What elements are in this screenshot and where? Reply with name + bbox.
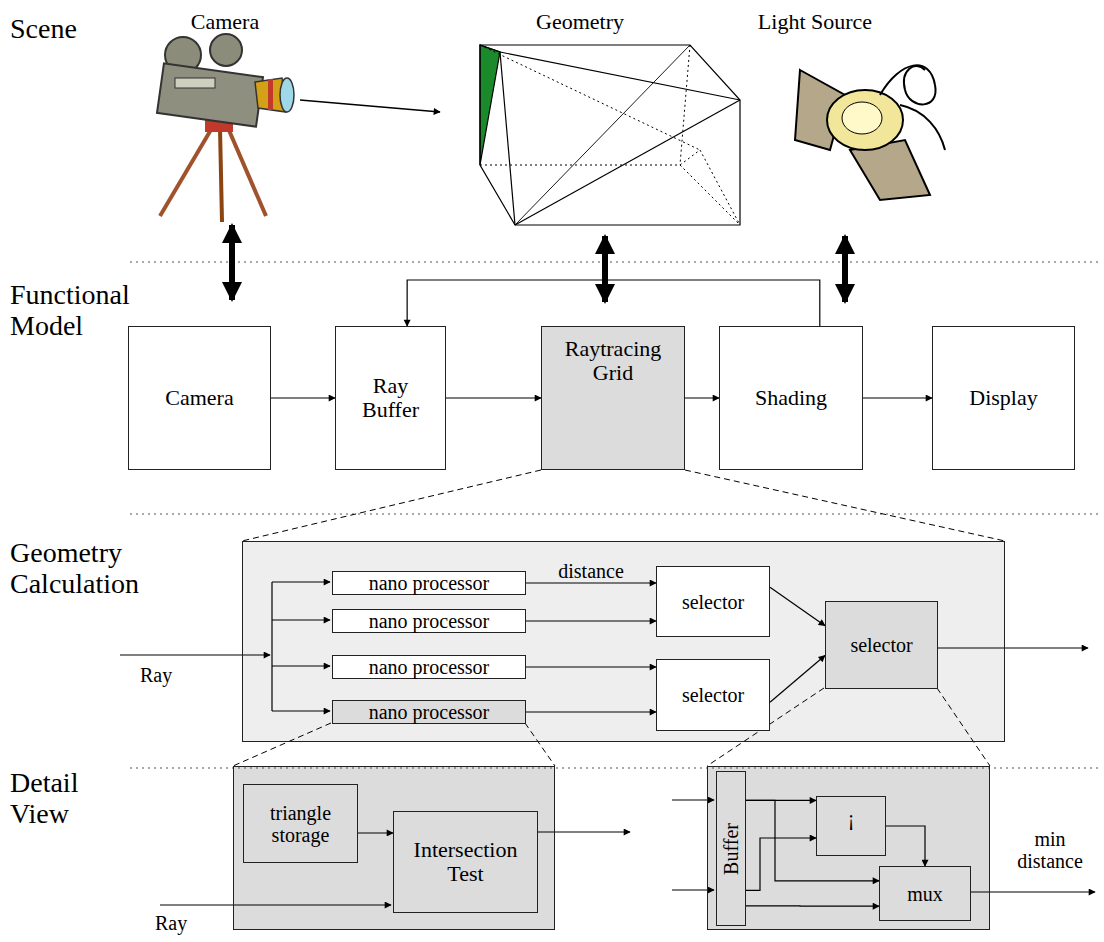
row-label: Functional Model (10, 280, 160, 342)
wire (120, 582, 1095, 905)
selector-detail: Buffer ¡ mux (707, 766, 990, 930)
comparator-box: ¡ (816, 796, 886, 856)
connector (358, 832, 393, 833)
connector (407, 280, 820, 326)
connector (526, 666, 656, 667)
connector (746, 838, 816, 890)
node-text: nano processor (369, 572, 490, 594)
node-text: triangle storage (250, 802, 351, 846)
connector (863, 397, 932, 398)
connector (746, 800, 879, 880)
node-text: nano processor (369, 701, 490, 723)
row-label: Detail View (10, 768, 140, 830)
nano-processor-box: nano processor (332, 655, 526, 679)
illustration-label: Camera (170, 10, 280, 34)
node-text: Shading (755, 386, 827, 410)
node-text: selector (850, 634, 912, 656)
node-text: ¡ (848, 807, 855, 829)
selector-box: selector (656, 566, 770, 637)
node-text: nano processor (369, 656, 490, 678)
process-box: Shading (719, 326, 863, 470)
storage-box: triangle storage (243, 784, 358, 863)
nano-processor-detail: triangle storageIntersection Test (233, 766, 555, 930)
mux-box: mux (879, 866, 971, 921)
signal-label: Ray (155, 912, 215, 934)
row-label: Scene (10, 14, 130, 45)
node-text: Intersection Test (400, 838, 531, 886)
intersection-test-box: Intersection Test (393, 811, 538, 913)
illustration-label: Geometry (520, 10, 640, 34)
connector (271, 397, 335, 398)
light-source-illustration (795, 65, 945, 200)
panel-fill (707, 766, 990, 930)
process-box: Ray Buffer (335, 326, 446, 470)
node-text: Display (969, 386, 1037, 410)
node-text: selector (682, 684, 744, 706)
selector-box: selector (825, 601, 938, 689)
node-text: selector (682, 591, 744, 613)
signal-label: min distance (1000, 828, 1100, 872)
signal-label: Ray (140, 664, 200, 686)
node-text: nano processor (369, 610, 490, 632)
connector (770, 656, 825, 703)
process-box: Display (932, 326, 1075, 470)
connector (526, 582, 656, 583)
process-box: Camera (128, 326, 271, 470)
edge-label: distance (558, 560, 624, 582)
double-arrow (232, 225, 845, 302)
zoom-line (233, 470, 1005, 766)
node-text: Camera (165, 386, 233, 410)
connector (446, 397, 541, 398)
node-text: Buffer (720, 823, 742, 875)
node-text: Raytracing Grid (548, 337, 678, 385)
connector (770, 587, 825, 625)
connector (526, 620, 656, 621)
separator (130, 262, 1100, 768)
row-label: Geometry Calculation (10, 538, 210, 600)
illustration-label: Light Source (740, 10, 890, 34)
node-text: Ray Buffer (342, 374, 439, 422)
connector (746, 905, 879, 907)
connector (886, 826, 925, 866)
geometry-wireframe (480, 45, 740, 225)
camera-illustration (157, 34, 440, 222)
nano-processor-box: nano processor (332, 571, 526, 595)
buffer-box: Buffer (716, 771, 746, 926)
connector (685, 397, 719, 398)
nano-processor-box: nano processor (332, 700, 526, 724)
process-box: Raytracing Grid (541, 326, 685, 470)
nano-processor-box: nano processor (332, 609, 526, 633)
panel-fill (242, 541, 1005, 742)
node-text: mux (907, 883, 943, 905)
selector-box: selector (656, 659, 770, 731)
connector (526, 711, 656, 712)
